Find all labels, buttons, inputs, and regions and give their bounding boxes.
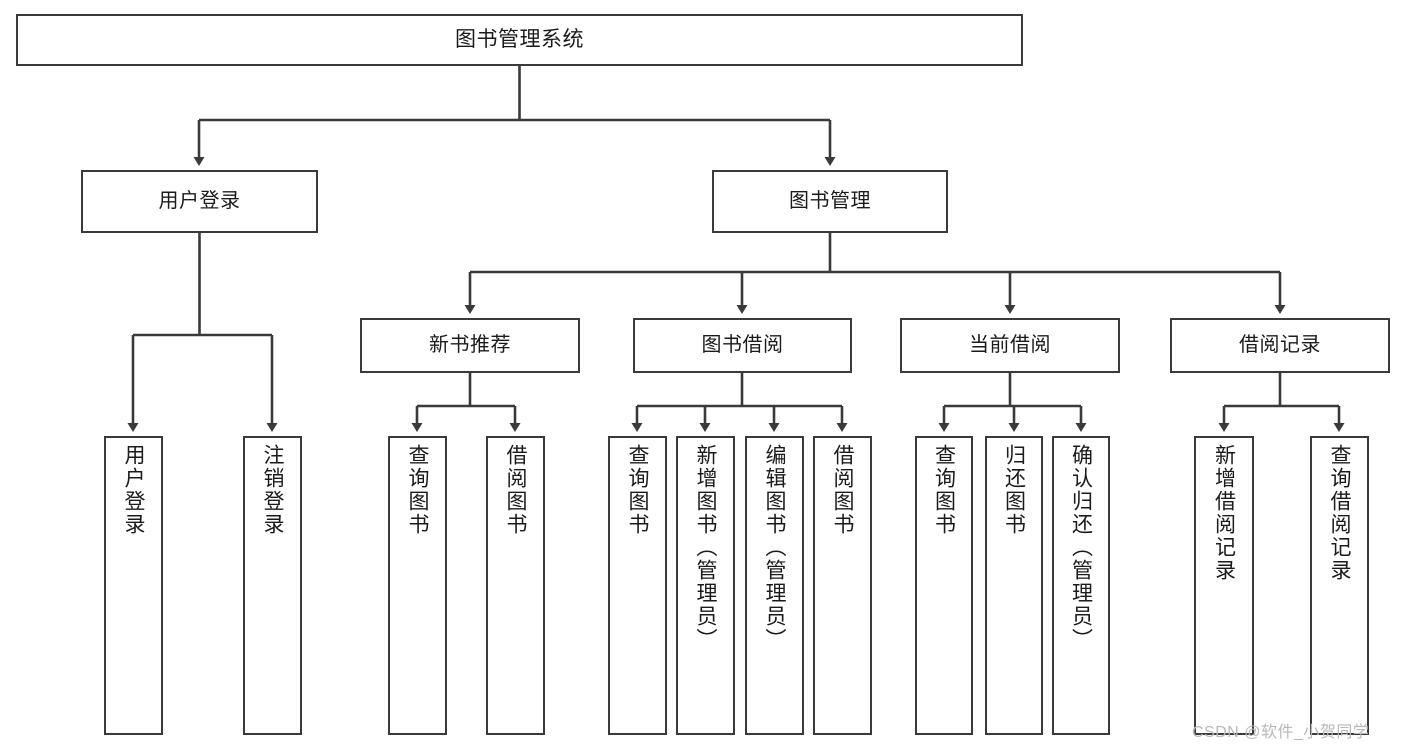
node-label: 新增借阅记录 <box>1212 444 1236 582</box>
node-label: 编辑图书（管理员） <box>763 444 786 651</box>
node-label: 查询图书 <box>932 444 956 536</box>
node-new-book-recommend[interactable]: 新书推荐 <box>360 318 580 373</box>
csdn-watermark: CSDN @软件_小贺同学 <box>1192 724 1370 741</box>
leaf-user-login[interactable]: 用户登录 <box>104 436 163 735</box>
node-book-borrow[interactable]: 图书借阅 <box>633 318 852 373</box>
node-book-management[interactable]: 图书管理 <box>712 170 948 233</box>
node-label: 注销登录 <box>261 444 284 536</box>
node-label: 新增图书（管理员） <box>694 444 717 651</box>
leaf-add-book-admin[interactable]: 新增图书（管理员） <box>676 436 735 735</box>
node-label: 确认归还（管理员） <box>1069 444 1093 651</box>
node-label: 用户登录 <box>122 444 145 536</box>
leaf-add-borrow-record[interactable]: 新增借阅记录 <box>1194 436 1254 735</box>
node-label: 图书借阅 <box>701 333 784 356</box>
node-current-borrow[interactable]: 当前借阅 <box>900 318 1120 373</box>
node-label: 借阅图书 <box>831 444 854 536</box>
node-label: 用户登录 <box>158 189 241 212</box>
leaf-query-book-borrow[interactable]: 查询图书 <box>608 436 667 735</box>
leaf-borrow-book[interactable]: 借阅图书 <box>813 436 872 735</box>
node-label: 查询图书 <box>406 444 429 536</box>
node-label: 查询借阅记录 <box>1328 444 1351 582</box>
leaf-confirm-return-admin[interactable]: 确认归还（管理员） <box>1052 436 1110 735</box>
node-label: 当前借阅 <box>969 333 1051 356</box>
node-user-login[interactable]: 用户登录 <box>81 170 318 233</box>
node-label: 新书推荐 <box>429 333 511 356</box>
node-label: 借阅图书 <box>504 444 527 536</box>
leaf-query-book-current[interactable]: 查询图书 <box>915 436 973 735</box>
node-borrow-records[interactable]: 借阅记录 <box>1170 318 1390 373</box>
node-label: 查询图书 <box>626 444 649 536</box>
node-system-root[interactable]: 图书管理系统 <box>16 14 1023 66</box>
leaf-query-book-recommend[interactable]: 查询图书 <box>388 436 447 735</box>
node-label: 借阅记录 <box>1239 333 1321 356</box>
node-label: 归还图书 <box>1002 444 1026 536</box>
leaf-borrow-book-recommend[interactable]: 借阅图书 <box>486 436 545 735</box>
node-label: 图书管理系统 <box>455 27 584 51</box>
leaf-logout-login[interactable]: 注销登录 <box>243 436 302 735</box>
leaf-query-borrow-record[interactable]: 查询借阅记录 <box>1310 436 1369 735</box>
leaf-return-book[interactable]: 归还图书 <box>985 436 1043 735</box>
leaf-edit-book-admin[interactable]: 编辑图书（管理员） <box>745 436 804 735</box>
node-label: 图书管理 <box>789 189 871 212</box>
